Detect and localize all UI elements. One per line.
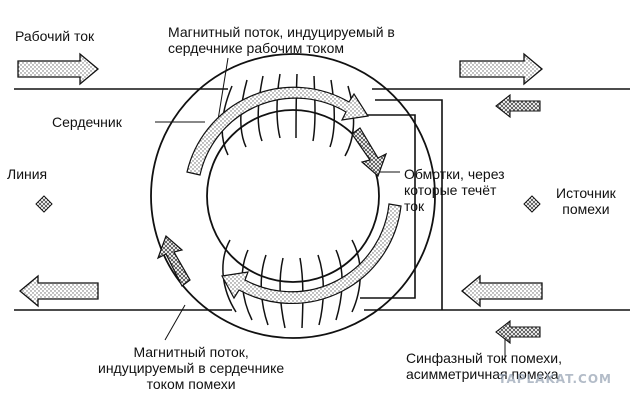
marker-diamonds	[35, 195, 541, 213]
label-flux-noise: Магнитный поток, индуцируемый в сердечни…	[98, 344, 284, 392]
noise-arrow-top-right	[495, 93, 541, 119]
label-flux-working-line2: сердечнике рабочим током	[168, 40, 344, 56]
label-windings: Обмотки, через которые течёт ток	[404, 166, 505, 214]
arrow-out-top-right	[459, 52, 544, 86]
label-flux-working-line1: Магнитный поток, индуцируемый в	[168, 24, 395, 40]
noise-flux-arrows	[156, 127, 388, 287]
label-flux-noise-line2: индуцируемый в сердечнике	[98, 360, 285, 376]
noise-current-arrows	[495, 93, 541, 345]
label-working-current: Рабочий ток	[15, 28, 95, 44]
label-noise-source: Источник помехи	[556, 185, 616, 217]
arrow-in-bottom-right	[460, 274, 543, 308]
arrow-in-top-left	[17, 52, 100, 86]
label-noise-source-line2: помехи	[562, 201, 610, 217]
noise-source-marker	[523, 195, 541, 213]
label-common-mode: Синфазный ток помехи, асимметричная поме…	[406, 350, 562, 382]
line-marker	[35, 195, 53, 213]
toroid-core	[150, 53, 436, 339]
noise-arrow-right	[351, 127, 388, 178]
label-windings-line2: которые течёт	[404, 182, 497, 198]
windings-top	[221, 73, 355, 157]
label-line: Линия	[7, 166, 48, 182]
working-current-arrows	[17, 52, 544, 308]
label-windings-line3: ток	[404, 198, 425, 214]
label-windings-line1: Обмотки, через	[404, 166, 505, 182]
label-core: Сердечник	[52, 114, 122, 130]
noise-arrow-left	[156, 234, 191, 287]
label-common-mode-line2: асимметричная помеха	[406, 366, 559, 382]
noise-arrow-bottom-right	[495, 319, 541, 345]
watermark: TAPLAKAT.COM	[498, 372, 612, 386]
working-flux-arrows	[186, 86, 402, 305]
flux-arrow-bottom	[221, 203, 402, 305]
label-common-mode-line1: Синфазный ток помехи,	[406, 350, 562, 366]
core-outer-edge	[150, 53, 436, 339]
core-inner-edge	[206, 109, 380, 283]
label-flux-working: Магнитный поток, индуцируемый в сердечни…	[168, 24, 395, 56]
label-noise-source-line1: Источник	[556, 185, 616, 201]
arrow-out-bottom-left	[18, 274, 99, 308]
label-flux-noise-line1: Магнитный поток,	[133, 344, 249, 360]
inner-loop	[360, 114, 416, 299]
flux-arrow-top	[186, 86, 369, 176]
label-flux-noise-line3: током помехи	[146, 376, 236, 392]
